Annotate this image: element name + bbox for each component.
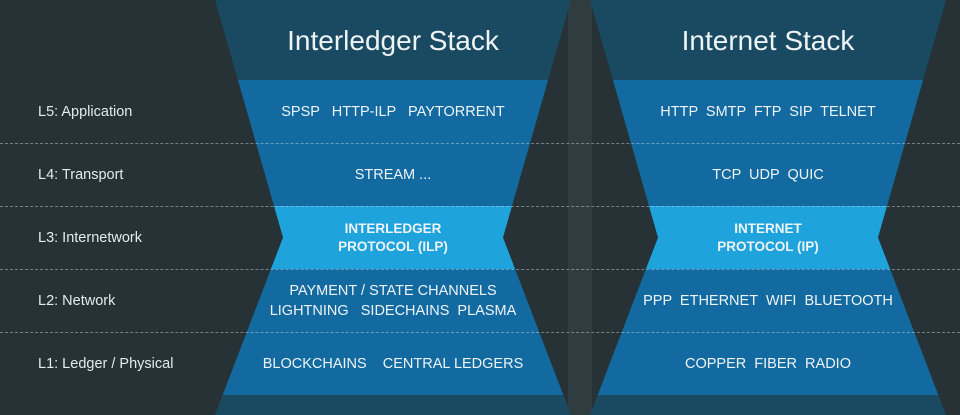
interledger-row-band xyxy=(237,80,549,143)
internet-row-band xyxy=(630,143,906,206)
interledger-row-band xyxy=(255,143,531,206)
interledger-row-band xyxy=(222,332,564,395)
internet-l5-protocols: HTTP SMTP FTP SIP TELNET xyxy=(660,103,876,120)
layer-label-l2: L2: Network xyxy=(38,292,116,309)
layer-divider xyxy=(0,332,960,333)
layer-label-l5: L5: Application xyxy=(38,103,133,120)
stack-separator xyxy=(568,0,592,415)
internet-row-band xyxy=(597,332,939,395)
internet-l2-protocols: PPP ETHERNET WIFI BLUETOOTH xyxy=(643,292,893,309)
internet-row-band xyxy=(621,269,915,332)
layer-label-l3: L3: Internetwork xyxy=(38,229,142,246)
internet-row-band xyxy=(612,80,924,143)
interledger-footer-band xyxy=(215,395,571,415)
layer-label-l1: L1: Ledger / Physical xyxy=(38,355,174,372)
interledger-row-band xyxy=(246,269,540,332)
internet-l3-protocol: INTERNET PROTOCOL (IP) xyxy=(717,220,819,254)
layer-divider xyxy=(0,143,960,144)
internet-l1-media: COPPER FIBER RADIO xyxy=(685,355,851,372)
layer-divider xyxy=(0,206,960,207)
interledger-l1-ledgers: BLOCKCHAINS CENTRAL LEDGERS xyxy=(262,355,524,372)
interledger-l4-protocols: STREAM ... xyxy=(354,166,432,183)
internet-header-band xyxy=(590,0,946,80)
internet-stack-title: Internet Stack xyxy=(681,25,855,56)
layer-label-l4: L4: Transport xyxy=(38,166,124,183)
interledger-header-band xyxy=(215,0,571,80)
internet-l4-protocols: TCP UDP QUIC xyxy=(712,166,824,183)
internet-footer-band xyxy=(590,395,946,415)
internet-row-band xyxy=(645,206,891,269)
interledger-stack-title: Interledger Stack xyxy=(287,25,499,56)
interledger-l3-protocol: INTERLEDGER PROTOCOL (ILP) xyxy=(338,220,448,254)
interledger-l2-protocols: PAYMENT / STATE CHANNELS LIGHTNING SIDEC… xyxy=(269,282,517,319)
interledger-l5-protocols: SPSP HTTP-ILP PAYTORRENT xyxy=(281,103,505,120)
interledger-row-band xyxy=(270,206,516,269)
layer-divider xyxy=(0,269,960,270)
